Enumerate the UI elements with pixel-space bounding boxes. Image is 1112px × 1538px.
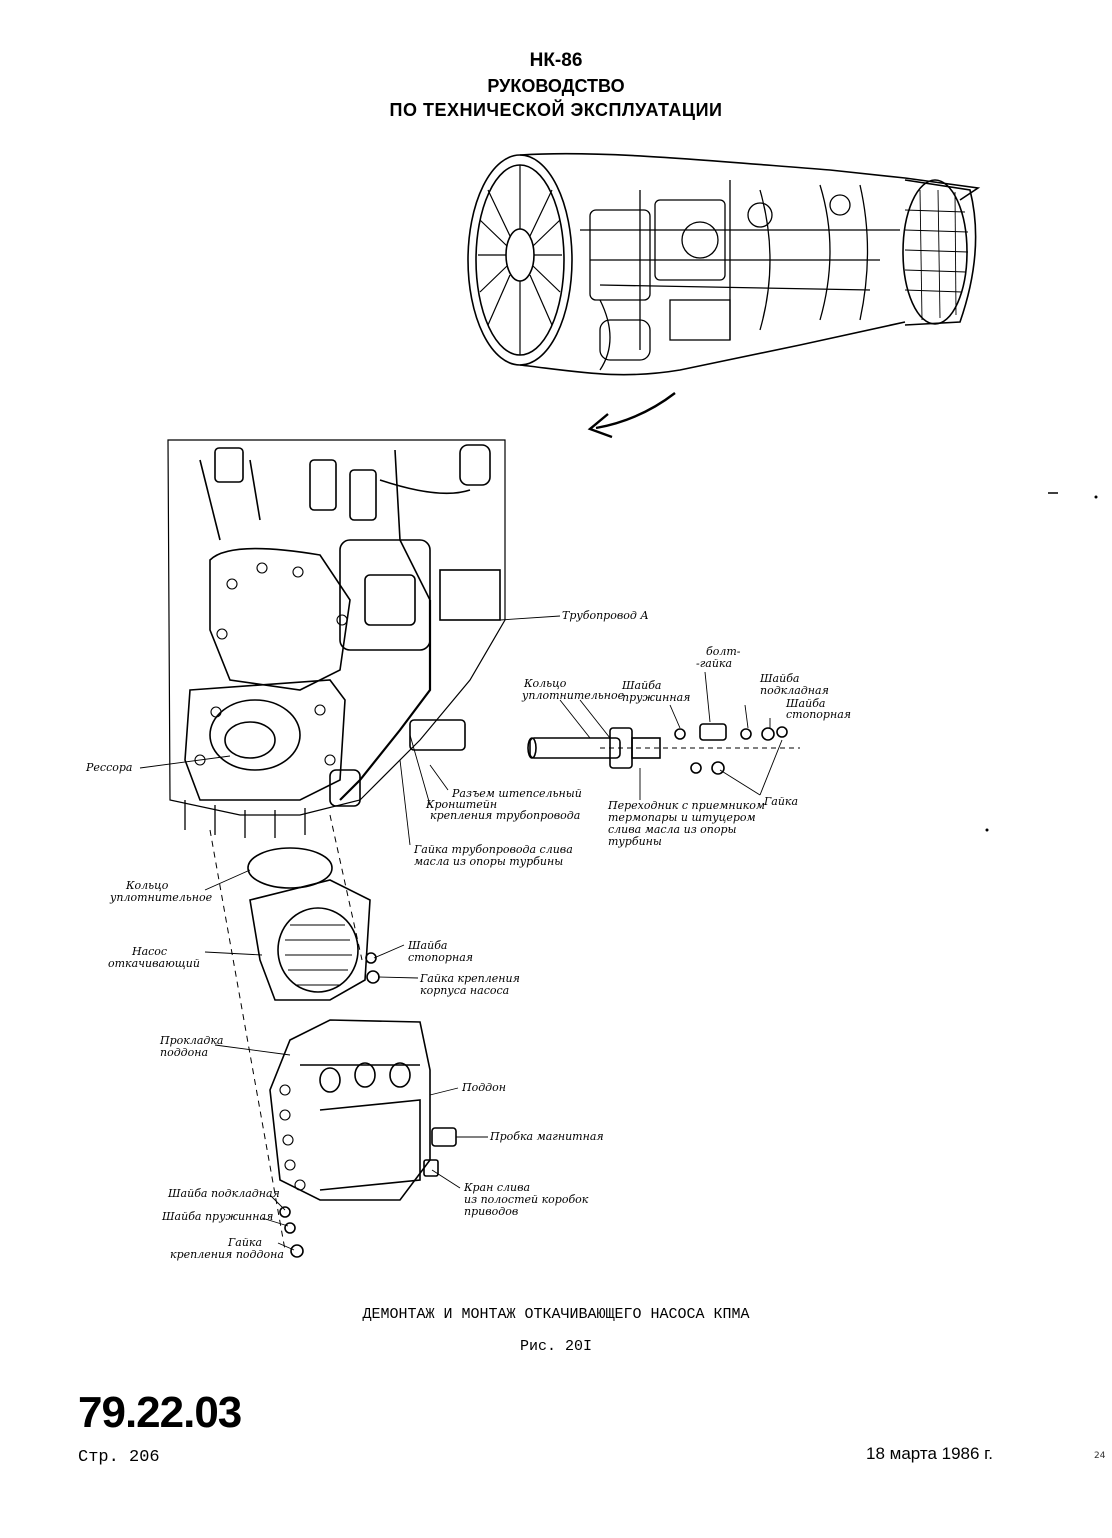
label-scavenge-pump-2: откачивающий	[108, 957, 200, 970]
label-lock-washer-mid-2: стопорная	[408, 951, 474, 964]
label-pipe-nut-2: масла из опоры турбины	[414, 855, 564, 868]
document-number: 79.22.03	[78, 1388, 242, 1437]
engine-model-title: НК-86	[529, 50, 583, 71]
manual-title-line2: ПО ТЕХНИЧЕСКОЙ ЭКСПЛУАТАЦИИ	[389, 100, 723, 120]
label-spring-washer-bot: Шайба пружинная	[162, 1210, 274, 1223]
label-lock-washer-top-2: стопорная	[786, 708, 852, 721]
label-bracket-2: крепления трубопровода	[430, 809, 581, 822]
label-adapter-1: Переходник с приемником	[608, 799, 765, 812]
corner-mark: 24	[1094, 1451, 1106, 1461]
label-pump-nut-2: корпуса насоса	[420, 984, 510, 997]
page-number: Стр. 206	[78, 1448, 160, 1467]
label-spring-washer-top-2: пружинная	[622, 691, 691, 704]
label-sump-gasket-1: Прокладка	[160, 1034, 224, 1047]
label-plain-washer-top-1: Шайба	[760, 672, 800, 685]
label-sump: Поддон	[462, 1081, 507, 1094]
label-sump-gasket-2: поддона	[160, 1046, 209, 1059]
label-sump-nut-1: Гайка	[228, 1236, 263, 1249]
label-drain-valve-3: приводов	[464, 1205, 519, 1218]
figure-caption-title: ДЕМОНТАЖ И МОНТАЖ ОТКАЧИВАЮЩЕГО НАСОСА К…	[362, 1306, 750, 1323]
figure-number: Рис. 20I	[519, 1338, 592, 1355]
arrow-icon	[595, 392, 676, 430]
label-bracket-1: Кронштейн	[426, 798, 498, 811]
label-drain-valve-1: Кран слива	[464, 1181, 531, 1194]
label-plain-washer-bot: Шайба подкладная	[168, 1187, 280, 1200]
label-drain-valve-2: из полостей коробок	[464, 1193, 589, 1206]
label-magnetic-plug: Пробка магнитная	[490, 1130, 604, 1143]
label-plug-connector: Разъем штепсельный	[452, 787, 582, 800]
label-pump-nut-1: Гайка крепления	[420, 972, 520, 985]
scavenge-pump-drawing	[247, 847, 380, 1001]
label-pipeline-a: Трубопровод А	[562, 609, 649, 622]
label-adapter-3: слива масла из опоры	[608, 823, 737, 836]
gearbox-housing-drawing	[167, 439, 506, 838]
label-adapter-2: термопары и штуцером	[608, 811, 756, 824]
label-seal-ring-left-2: уплотнительное	[110, 891, 213, 904]
label-sump-nut-2: крепления поддона	[170, 1248, 284, 1261]
label-lock-washer-top-1: Шайба	[786, 697, 826, 710]
oil-sump-drawing	[269, 1019, 457, 1258]
label-lock-washer-mid-1: Шайба	[408, 939, 448, 952]
scan-specks	[985, 492, 1098, 832]
label-bolt-nut-1: болт-	[706, 645, 741, 658]
label-seal-ring-top-1: Кольцо	[524, 677, 567, 690]
label-seal-ring-left-1: Кольцо	[126, 879, 169, 892]
label-spring-washer-top-1: Шайба	[622, 679, 662, 692]
manual-title-line1: РУКОВОДСТВО	[487, 76, 625, 96]
label-nut-right: Гайка	[764, 795, 799, 808]
label-adapter-4: турбины	[608, 835, 662, 848]
revision-date: 18 марта 1986 г.	[866, 1444, 994, 1463]
label-plain-washer-top-2: подкладная	[760, 684, 829, 697]
label-scavenge-pump-1: Насос	[132, 945, 168, 958]
label-pipe-nut-1: Гайка трубопровода слива	[414, 843, 573, 856]
adapter-exploded-drawing	[527, 723, 800, 775]
label-bolt-nut-2: -гайка	[696, 657, 733, 670]
engine-overview-drawing	[467, 152, 981, 376]
label-spring-shaft: Рессора	[86, 761, 133, 774]
label-seal-ring-top-2: уплотнительное	[522, 689, 625, 702]
